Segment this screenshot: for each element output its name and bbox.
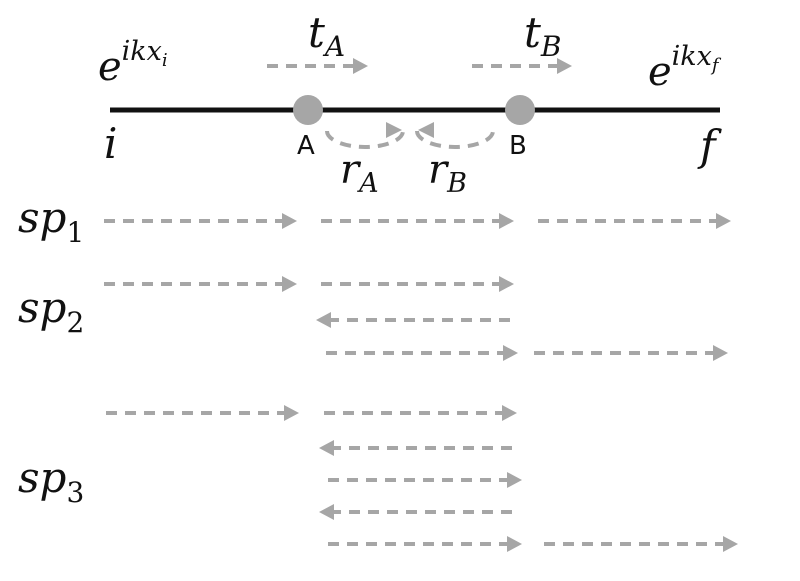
- sp2-arrow-3: [316, 312, 510, 328]
- node-b-label: B: [509, 131, 527, 161]
- transmission-a-arrow: [267, 58, 368, 74]
- sp2-arrow-5: [534, 345, 728, 361]
- sp3-arrow-2: [324, 405, 517, 421]
- transmission-a-arrow-head: [353, 58, 368, 74]
- sp3-arrow-4: [328, 472, 522, 488]
- sp3-arrow-6: [328, 536, 522, 552]
- reflection-b-loop-head: [418, 122, 434, 138]
- reflection-a-main: r: [340, 147, 362, 193]
- sp2-arrow-2: [321, 276, 514, 292]
- transmission-b-subscript: B: [540, 30, 562, 63]
- sp3-arrow-1: [106, 405, 299, 421]
- incoming-wave-label: eikxi: [98, 36, 168, 90]
- outgoing-wave-label: eikxf: [648, 41, 722, 95]
- sp2-arrow-4-head: [503, 345, 518, 361]
- outgoing-wave-subscript: f: [710, 55, 722, 76]
- transmission-a-label: tA: [308, 8, 345, 63]
- sp3-arrow-2-head: [502, 405, 517, 421]
- sp2-arrow-2-head: [499, 276, 514, 292]
- sp2-arrow-1: [104, 276, 297, 292]
- sp3-arrow-4-head: [507, 472, 522, 488]
- sp3-arrow-1-head: [284, 405, 299, 421]
- transmission-b-main: t: [524, 8, 541, 57]
- transmission-b-arrow: [472, 58, 572, 74]
- reflection-a-loop-head: [386, 122, 402, 138]
- sp2-arrow-1-head: [282, 276, 297, 292]
- reflection-b-main: r: [428, 147, 450, 193]
- sp3-arrow-3-head: [319, 440, 334, 456]
- sp3-arrow-3: [319, 440, 512, 456]
- path-sp2-subscript: 2: [66, 306, 84, 339]
- reflection-b-label: rB: [428, 147, 467, 199]
- sp3-arrow-7: [544, 536, 738, 552]
- sp3-arrow-6-head: [507, 536, 522, 552]
- sp1-arrow-2-head: [499, 213, 514, 229]
- reflection-a-subscript: A: [356, 168, 379, 199]
- path-sp3-main: sp: [18, 453, 66, 502]
- path-sp2-label: sp2: [18, 283, 84, 339]
- path-sp1-main: sp: [18, 193, 66, 242]
- point-i-label: i: [104, 119, 117, 168]
- sp2-arrow-4: [326, 345, 518, 361]
- path-sp3-label: sp3: [18, 453, 84, 509]
- sp1-arrow-3: [538, 213, 731, 229]
- sp3-arrow-7-head: [723, 536, 738, 552]
- reflection-b-subscript: B: [446, 168, 467, 199]
- sp2-arrow-5-head: [713, 345, 728, 361]
- reflection-b-loop: [415, 130, 495, 149]
- transmission-b-label: tB: [524, 8, 561, 63]
- outgoing-wave-base: e: [648, 49, 672, 95]
- sp2-arrow-3-head: [316, 312, 331, 328]
- sp1-arrow-3-head: [716, 213, 731, 229]
- transmission-a-subscript: A: [322, 30, 345, 63]
- node-b-circle: [505, 95, 535, 125]
- node-a-label: A: [297, 131, 315, 161]
- path-sp3-subscript: 3: [66, 476, 84, 509]
- incoming-wave-base: e: [98, 44, 122, 90]
- transmission-a-main: t: [308, 8, 325, 57]
- path-sp1-label: sp1: [18, 193, 84, 249]
- reflection-a-label: rA: [340, 147, 379, 199]
- path-sp2-main: sp: [18, 283, 66, 332]
- node-a-circle: [293, 95, 323, 125]
- transmission-b-arrow-head: [557, 58, 572, 74]
- point-f-label: f: [697, 121, 722, 170]
- reflection-a-loop: [325, 130, 405, 149]
- sp3-arrow-5: [319, 504, 512, 520]
- incoming-wave-exponent: ikx: [122, 36, 162, 67]
- sp1-arrow-2: [321, 213, 514, 229]
- incoming-wave-subscript: i: [162, 50, 168, 71]
- sp1-arrow-1: [104, 213, 297, 229]
- sp3-arrow-5-head: [319, 504, 334, 520]
- outgoing-wave-exponent: ikx: [672, 41, 712, 72]
- path-arrows: [104, 58, 738, 552]
- sp1-arrow-1-head: [282, 213, 297, 229]
- path-sp1-subscript: 1: [66, 216, 84, 249]
